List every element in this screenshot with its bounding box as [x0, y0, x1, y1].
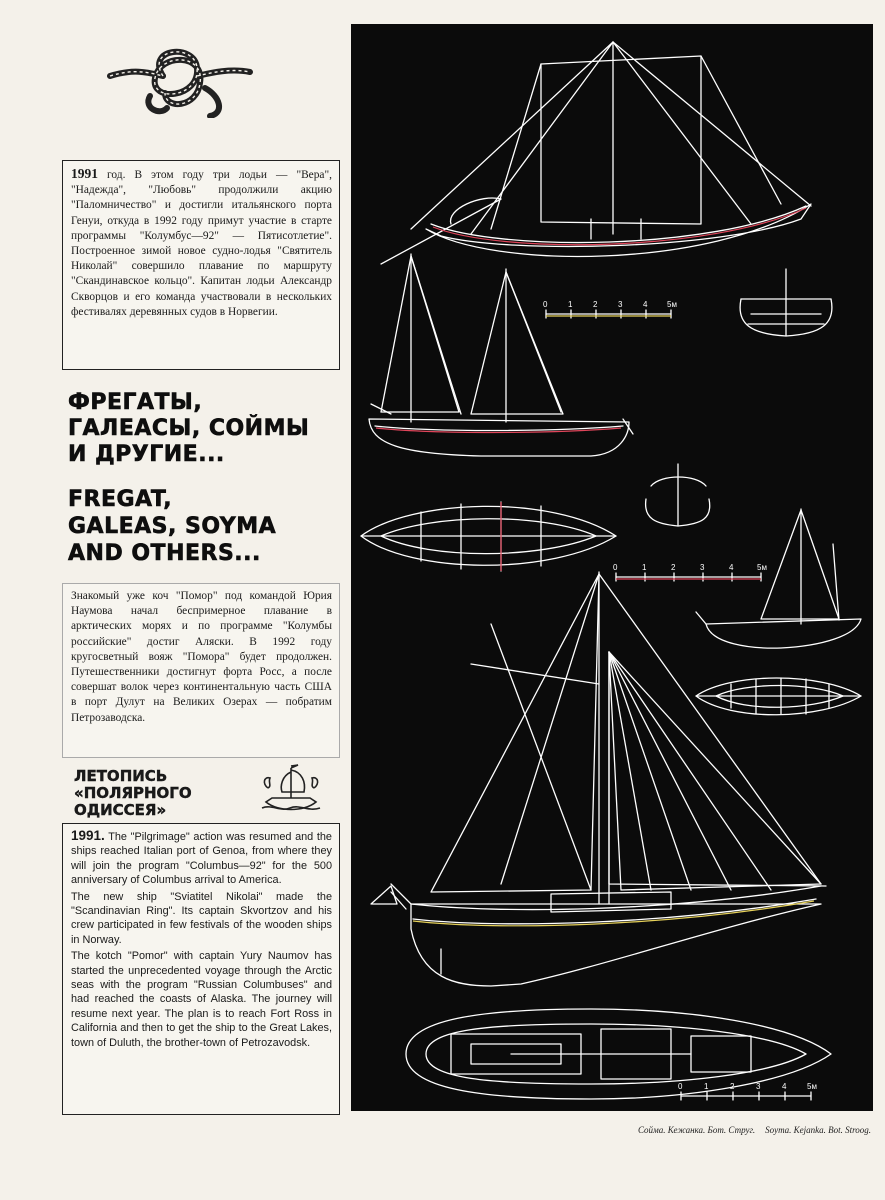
title-english: Fregat, galeas, soyma and others...: [68, 486, 348, 567]
svg-text:4: 4: [782, 1082, 787, 1091]
title-line: Fregat,: [68, 487, 173, 513]
paragraph: The new ship "Sviatitel Nikolai" made th…: [71, 890, 332, 946]
rope-knot-icon: [107, 48, 253, 118]
svg-text:5м: 5м: [667, 300, 677, 309]
drawing-kejanka: [695, 508, 862, 649]
svg-text:0: 0: [678, 1082, 683, 1091]
svg-text:0: 0: [613, 563, 618, 572]
svg-text:1: 1: [704, 1082, 709, 1091]
svg-text:5м: 5м: [807, 1082, 817, 1091]
drawing-section-2: [644, 463, 711, 527]
drawing-plan-1: [360, 501, 617, 572]
paragraph: The kotch "Pomor" with captain Yury Naum…: [71, 950, 332, 1049]
scale-bar-3: [680, 1091, 812, 1101]
chronicle-line: Одиссея»: [74, 801, 167, 819]
drawing-plan-3: [405, 1008, 832, 1100]
chronicle-line: «Полярного: [74, 784, 192, 802]
scale-bar-1: [545, 309, 672, 319]
svg-text:1: 1: [568, 300, 573, 309]
svg-text:2: 2: [593, 300, 598, 309]
english-text-box: 1991. The "Pilgrimage" action was resume…: [62, 823, 340, 1115]
svg-text:4: 4: [643, 300, 648, 309]
ship-drawings-panel: 0 1 2 3 4 5м 0 1 2 3 4 5м 0 1 2 3 4 5м: [351, 24, 873, 1111]
title-line: и другие...: [68, 442, 225, 468]
chronicle-heading: Летопись «Полярного Одиссея»: [74, 767, 254, 819]
svg-text:5м: 5м: [757, 563, 767, 572]
paragraph: The "Pilgrimage" action was resumed and …: [71, 831, 332, 887]
title-line: Фрегаты,: [68, 390, 203, 416]
title-line: galeas, soyma: [68, 514, 277, 540]
svg-text:3: 3: [700, 563, 705, 572]
caption-russian: Сойма. Кежанка. Бот. Струг.: [637, 1125, 756, 1135]
scale-labels: 0 1 2 3 4 5м 0 1 2 3 4 5м 0 1 2 3 4 5м: [543, 300, 817, 1091]
drawing-soyma: [368, 253, 634, 457]
title-line: галеасы, соймы: [68, 416, 310, 442]
svg-text:1: 1: [642, 563, 647, 572]
svg-text:3: 3: [756, 1082, 761, 1091]
drawing-plan-2: [695, 677, 862, 716]
scale-bar-2: [615, 572, 762, 582]
title-russian: Фрегаты, галеасы, соймы и другие...: [68, 390, 348, 468]
russian-text-box-1991: 1991 год. В этом году три лодьи — "Вера"…: [62, 160, 340, 370]
body-text: Знакомый уже коч "Помор" под командой Юр…: [71, 590, 332, 724]
sailing-ship-emblem-icon: [261, 764, 321, 811]
svg-text:4: 4: [729, 563, 734, 572]
svg-text:0: 0: [543, 300, 548, 309]
left-column: 1991 год. В этом году три лодьи — "Вера"…: [0, 0, 350, 1200]
figure-caption: Сойма. Кежанка. Бот. Струг. Soyma. Kejank…: [628, 1125, 871, 1135]
drawing-lodya: [380, 41, 812, 265]
chronicle-line: Летопись: [74, 767, 168, 785]
ship-line-drawings: 0 1 2 3 4 5м 0 1 2 3 4 5м 0 1 2 3 4 5м: [360, 41, 862, 1101]
drawing-bot: [370, 571, 827, 987]
year-label: 1991.: [71, 828, 105, 843]
svg-text:2: 2: [671, 563, 676, 572]
body-text: год. В этом году три лодьи — "Вера", "На…: [71, 169, 332, 318]
svg-text:3: 3: [618, 300, 623, 309]
year-label: 1991: [71, 166, 98, 181]
title-line: and others...: [68, 541, 261, 567]
drawing-section-1: [739, 268, 833, 337]
svg-text:2: 2: [730, 1082, 735, 1091]
russian-text-box-pomor: Знакомый уже коч "Помор" под командой Юр…: [62, 583, 340, 758]
caption-english: Soyma. Kejanka. Bot. Stroog.: [765, 1125, 871, 1135]
color-accents: [375, 207, 815, 927]
